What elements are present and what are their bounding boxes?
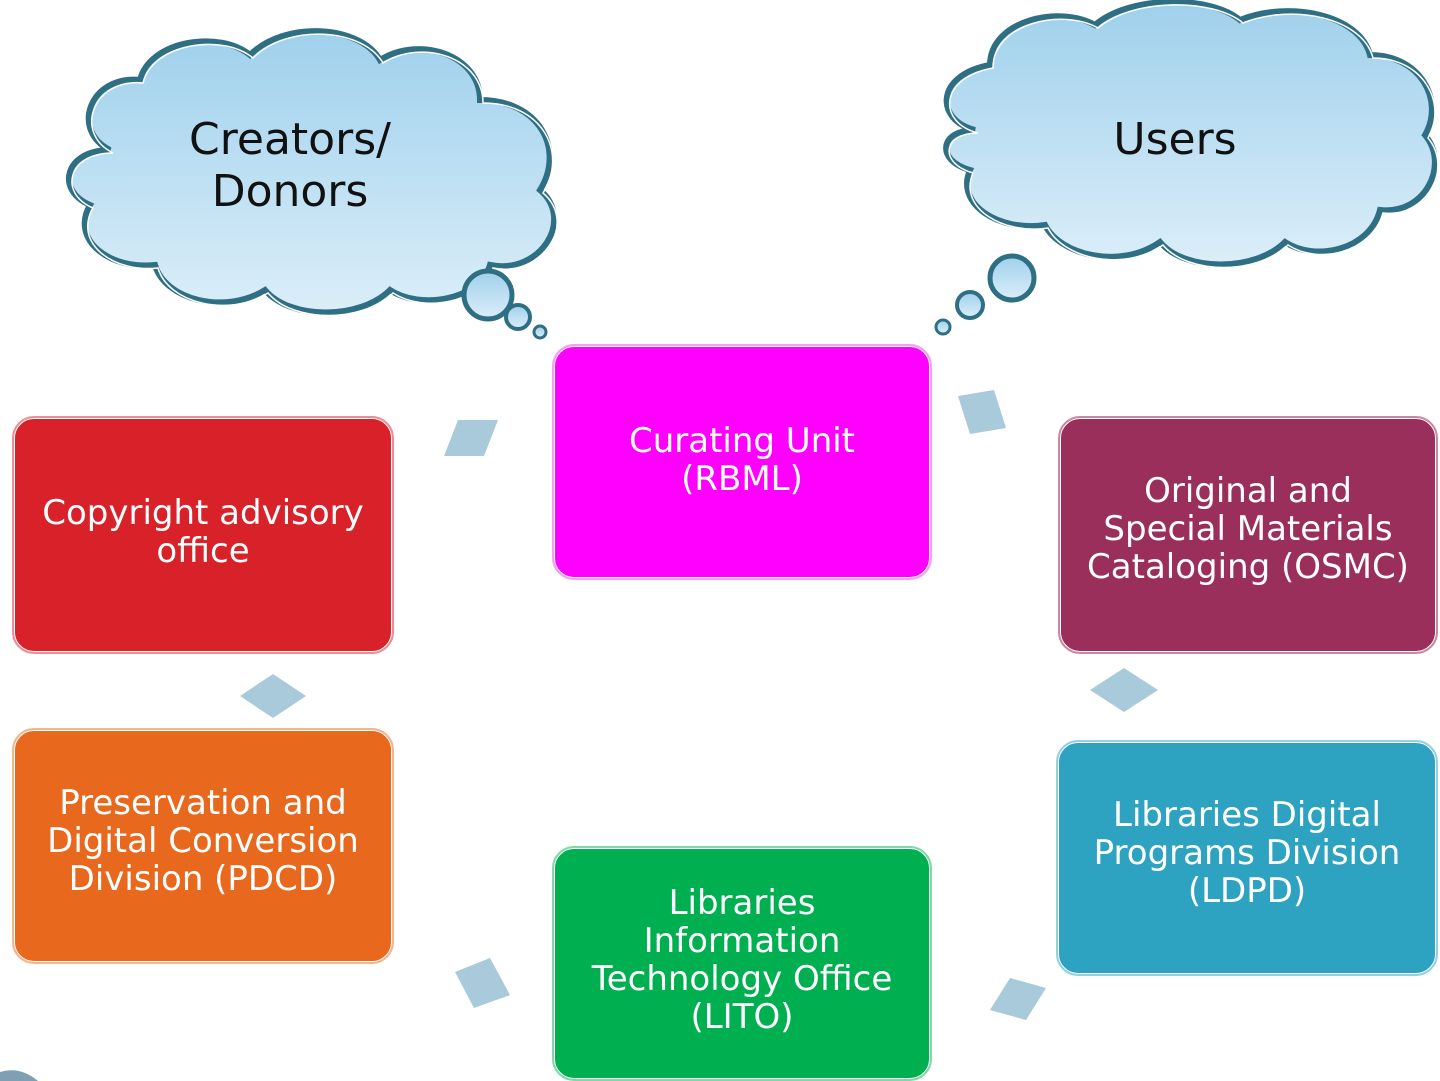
ldpd-label: Libraries Digital Programs Division (LDP… bbox=[1093, 795, 1401, 911]
ldpd-box: Libraries Digital Programs Division (LDP… bbox=[1056, 740, 1438, 976]
corner-decoration bbox=[0, 1070, 38, 1081]
connector-curating-copyright bbox=[444, 420, 498, 456]
osmc-box: Original and Special Materials Catalogin… bbox=[1058, 416, 1438, 654]
connector-lito-ldpd bbox=[990, 978, 1046, 1020]
lito-box: Libraries Information Technology Office … bbox=[552, 846, 932, 1081]
copyright-advisory-label: Copyright advisory office bbox=[42, 493, 364, 571]
curating-unit-box: Curating Unit (RBML) bbox=[552, 344, 932, 580]
pdcd-label: Preservation and Digital Conversion Divi… bbox=[47, 783, 359, 899]
creators-donors-cloud bbox=[65, 28, 558, 340]
connector-copyright-pdcd bbox=[240, 674, 306, 718]
connector-curating-osmc bbox=[958, 390, 1006, 434]
lito-label: Libraries Information Technology Office … bbox=[591, 883, 893, 1037]
copyright-advisory-box: Copyright advisory office bbox=[12, 416, 394, 654]
osmc-label: Original and Special Materials Catalogin… bbox=[1087, 471, 1409, 587]
users-cloud bbox=[934, 0, 1439, 336]
connector-osmc-ldpd bbox=[1090, 668, 1158, 712]
connector-pdcd-lito bbox=[455, 958, 510, 1008]
users-label: Users bbox=[1113, 114, 1237, 165]
curating-unit-label: Curating Unit (RBML) bbox=[628, 421, 856, 499]
creators-donors-label: Creators/ Donors bbox=[189, 114, 391, 217]
pdcd-box: Preservation and Digital Conversion Divi… bbox=[12, 728, 394, 964]
